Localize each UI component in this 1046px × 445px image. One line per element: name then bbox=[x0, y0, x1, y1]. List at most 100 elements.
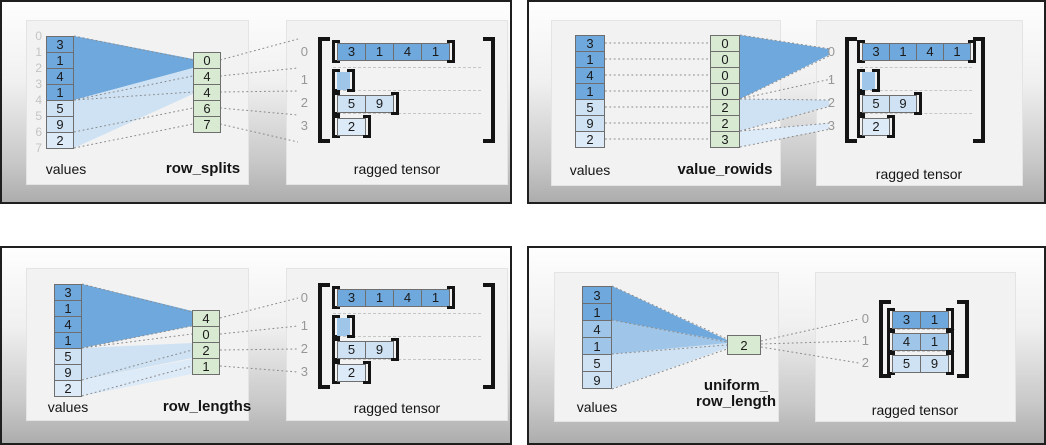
values-column: 3 1 4 1 5 9 2 bbox=[46, 36, 74, 149]
value-cell: 9 bbox=[582, 371, 612, 389]
partition-cell: 4 bbox=[192, 310, 220, 327]
bracket bbox=[391, 338, 399, 361]
row-lengths-column: 4 0 2 1 bbox=[192, 310, 220, 375]
bracket bbox=[914, 92, 922, 115]
ragged-tensor-label: ragged tensor bbox=[871, 402, 959, 418]
value-cell: 1 bbox=[46, 84, 74, 101]
method-label-line1: uniform_ bbox=[703, 377, 769, 394]
row-separator bbox=[333, 113, 481, 114]
bracket bbox=[332, 92, 340, 115]
values-label: values bbox=[569, 162, 611, 178]
tensor-row: 2 bbox=[332, 361, 371, 384]
row-separator bbox=[333, 90, 481, 91]
value-cell: 5 bbox=[54, 348, 82, 365]
value-index: 5 bbox=[35, 109, 42, 123]
value-cell: 1 bbox=[575, 83, 605, 100]
row-index: 2 bbox=[861, 355, 869, 370]
tensor-cell: 1 bbox=[365, 42, 394, 61]
bracket bbox=[946, 330, 954, 353]
partition-cell: 3 bbox=[710, 131, 740, 148]
tensor-cell: 4 bbox=[916, 42, 944, 61]
tensor-cell: 5 bbox=[892, 354, 921, 373]
value-cell: 2 bbox=[54, 380, 82, 397]
bracket bbox=[968, 40, 976, 63]
value-cell: 4 bbox=[582, 320, 612, 338]
value-cell: 3 bbox=[582, 286, 612, 304]
value-index: 6 bbox=[35, 125, 42, 139]
bracket bbox=[857, 92, 865, 115]
value-cell: 1 bbox=[54, 300, 82, 317]
row-index: 2 bbox=[300, 95, 308, 110]
tensor-cell: 3 bbox=[337, 42, 366, 61]
partition-cell: 6 bbox=[193, 100, 221, 117]
bracket bbox=[857, 115, 865, 138]
bracket bbox=[447, 40, 455, 63]
value-cell: 2 bbox=[46, 132, 74, 149]
value-cell: 5 bbox=[582, 354, 612, 372]
tensor-cell: 1 bbox=[421, 288, 450, 307]
method-label: row_splits bbox=[165, 160, 241, 177]
value-index: 2 bbox=[35, 61, 42, 75]
empty-row-cell bbox=[337, 317, 350, 336]
tensor-row-empty bbox=[332, 315, 355, 338]
tensor-row: 3 1 4 1 bbox=[332, 40, 455, 63]
bracket bbox=[332, 286, 340, 309]
bracket bbox=[957, 300, 969, 378]
value-cell: 5 bbox=[46, 100, 74, 117]
bracket bbox=[347, 315, 355, 338]
tensor-cell: 1 bbox=[943, 42, 971, 61]
bracket bbox=[887, 352, 895, 375]
bracket bbox=[318, 283, 330, 389]
tensor-cell: 5 bbox=[337, 94, 366, 113]
bracket bbox=[887, 330, 895, 353]
tensor-cell: 3 bbox=[862, 42, 890, 61]
method-label: uniform_ row_length bbox=[671, 378, 801, 410]
tensor-cell: 3 bbox=[337, 288, 366, 307]
tensor-cell: 1 bbox=[920, 332, 949, 351]
value-cell: 1 bbox=[582, 337, 612, 355]
values-column: 3 1 4 1 5 9 2 bbox=[54, 284, 82, 397]
panel-row-splits: 0 1 2 3 4 5 6 7 3 1 4 1 5 9 2 0 4 4 6 7 … bbox=[0, 0, 512, 204]
row-separator bbox=[333, 67, 481, 68]
tensor-cell: 2 bbox=[337, 363, 366, 382]
values-label: values bbox=[45, 161, 87, 177]
tensor-cell: 4 bbox=[393, 288, 422, 307]
value-cell: 4 bbox=[575, 67, 605, 84]
tensor-cell: 9 bbox=[365, 94, 394, 113]
tensor-cell: 4 bbox=[892, 332, 921, 351]
partition-cell: 2 bbox=[710, 99, 740, 116]
bracket bbox=[332, 315, 340, 338]
row-index: 3 bbox=[300, 364, 308, 379]
row-index: 1 bbox=[827, 72, 835, 87]
bracket bbox=[318, 37, 330, 143]
method-label: row_lengths bbox=[162, 398, 252, 415]
value-index: 7 bbox=[35, 141, 42, 155]
value-cell: 3 bbox=[575, 35, 605, 52]
tensor-row: 5 9 bbox=[857, 92, 922, 115]
row-index: 0 bbox=[300, 290, 308, 305]
row-index: 0 bbox=[827, 44, 835, 59]
values-label: values bbox=[576, 399, 618, 415]
bracket bbox=[887, 115, 895, 138]
tensor-cell: 1 bbox=[365, 288, 394, 307]
value-cell: 1 bbox=[46, 52, 74, 69]
bracket bbox=[857, 69, 865, 92]
tensor-row: 3 1 bbox=[887, 308, 954, 331]
bracket bbox=[332, 361, 340, 384]
value-cell: 3 bbox=[54, 284, 82, 301]
tensor-row: 3 1 4 1 bbox=[857, 40, 976, 63]
tensor-cell: 1 bbox=[889, 42, 917, 61]
tensor-cell: 4 bbox=[393, 42, 422, 61]
bracket bbox=[332, 69, 340, 92]
row-separator bbox=[860, 90, 972, 91]
bracket bbox=[857, 40, 865, 63]
value-cell: 4 bbox=[54, 316, 82, 333]
bracket bbox=[332, 115, 340, 138]
empty-row-cell bbox=[862, 71, 875, 90]
value-index: 1 bbox=[35, 45, 42, 59]
partition-cell: 0 bbox=[710, 35, 740, 52]
row-index: 1 bbox=[861, 333, 869, 348]
value-cell: 1 bbox=[575, 51, 605, 68]
bracket bbox=[483, 37, 495, 143]
bracket bbox=[332, 338, 340, 361]
